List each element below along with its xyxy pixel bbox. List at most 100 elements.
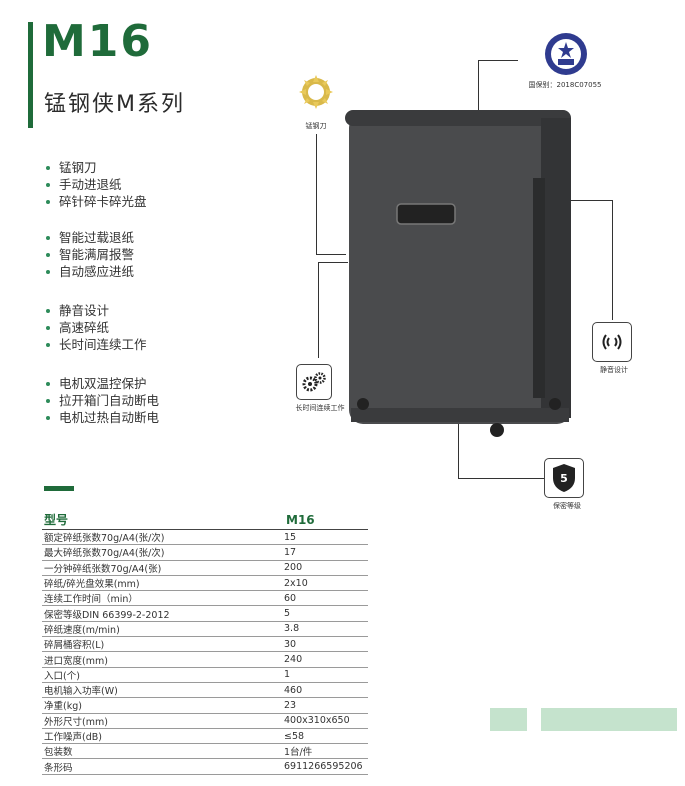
spec-value: 15 [284,529,368,546]
bullet-icon [46,165,50,170]
shredder-illustration [345,110,571,437]
callout-line [318,262,319,358]
security-badge-label: 保密等级 [553,502,581,510]
bullet-icon [46,308,50,313]
spec-label: 碎屑桶容积(L) [42,636,284,653]
callout-line [458,478,546,479]
spec-table-row: 电机输入功率(W)460 [42,682,368,699]
spec-value: 200 [284,560,368,576]
spec-table-header: 型号 M16 [42,511,368,530]
spec-value: 1 [284,667,368,683]
spec-label: 外形尺寸(mm) [42,713,284,729]
spec-value: 460 [284,682,368,699]
feature-item: 拉开箱门自动断电 [46,392,159,409]
certification-seal-icon [544,33,587,75]
gears-icon [296,364,332,400]
callout-line [316,254,346,255]
spec-label: 工作噪声(dB) [42,728,284,745]
blade-badge: 锰钢刀 [296,74,336,131]
bullet-icon [46,381,50,386]
bullet-icon [46,235,50,240]
certification-number: 国保别：2018C07055 [528,81,602,89]
spec-value: 400x310x650 [284,713,368,729]
spec-table-row: 碎纸/碎光盘效果(mm)2x10 [42,575,368,592]
bullet-icon [46,182,50,187]
spec-value: 5 [284,605,368,622]
spec-table-row: 最大碎纸张数70g/A4(张/次)17 [42,544,368,561]
continuous-work-label: 长时间连续工作 [295,404,345,412]
spec-label: 碎纸速度(m/min) [42,621,284,638]
decor-block [541,708,677,731]
spec-label: 最大碎纸张数70g/A4(张/次) [42,544,284,561]
feature-group-4: 电机双温控保护 拉开箱门自动断电 电机过热自动断电 [46,375,159,426]
spec-value: 1台/件 [284,743,368,760]
spec-label: 保密等级DIN 66399-2-2012 [42,605,284,622]
spec-label: 额定碎纸张数70g/A4(张/次) [42,529,284,546]
feature-item: 电机双温控保护 [46,375,159,392]
spec-label: 一分钟碎纸张数70g/A4(张) [42,560,284,576]
feature-group-2: 智能过载退纸 智能满屑报警 自动感应进纸 [46,229,134,280]
blade-badge-label: 锰钢刀 [305,122,327,130]
spec-label: 条形码 [42,758,284,775]
bullet-icon [46,199,50,204]
quiet-badge: 静音设计 [592,322,636,375]
spec-value: 23 [284,697,368,714]
spec-table-row: 工作噪声(dB)≤58 [42,728,368,745]
spec-label: 入口(个) [42,667,284,683]
security-level-value: 5 [560,472,568,485]
spec-value: 240 [284,651,368,668]
callout-line [458,418,459,478]
spec-table-row: 入口(个)1 [42,667,368,683]
continuous-work-badge: 长时间连续工作 [294,364,346,413]
spec-table-row: 额定碎纸张数70g/A4(张/次)15 [42,529,368,546]
spec-value: 2x10 [284,575,368,592]
spec-table-row: 碎屑桶容积(L)30 [42,636,368,653]
spec-value: 17 [284,544,368,561]
quiet-icon [592,322,632,362]
feature-item: 智能满屑报警 [46,246,134,263]
blade-icon [299,75,333,109]
feature-item: 手动进退纸 [46,176,147,193]
series-title: 锰钢侠M系列 [44,92,185,117]
decor-block [490,708,527,731]
callout-line [316,134,317,254]
spec-label: 连续工作时间（min） [42,590,284,607]
spec-label: 电机输入功率(W) [42,682,284,699]
callout-line [478,60,479,110]
callout-line [318,262,348,263]
bullet-icon [46,342,50,347]
feature-item: 碎针碎卡碎光盘 [46,193,147,210]
spec-table-row: 连续工作时间（min）60 [42,590,368,607]
feature-group-1: 锰钢刀 手动进退纸 碎针碎卡碎光盘 [46,159,147,210]
bullet-icon [46,325,50,330]
callout-line [568,200,612,201]
spec-header-model: M16 [284,511,368,530]
feature-item: 高速碎纸 [46,319,147,336]
spec-value: 60 [284,590,368,607]
bullet-icon [46,269,50,274]
shield-icon: 5 [544,458,584,498]
callout-line [478,60,518,61]
spec-table-row: 外形尺寸(mm)400x310x650 [42,713,368,729]
certification-badge: 国保别：2018C07055 [520,32,610,90]
model-title: M16 [42,16,154,67]
quiet-badge-label: 静音设计 [600,366,628,374]
section-accent-bar [44,486,74,491]
spec-value: 30 [284,636,368,653]
feature-item: 智能过载退纸 [46,229,134,246]
feature-item: 锰钢刀 [46,159,147,176]
spec-value: 6911266595206 [284,758,368,775]
header-accent-bar [28,22,33,128]
spec-label: 净重(kg) [42,697,284,714]
feature-group-3: 静音设计 高速碎纸 长时间连续工作 [46,302,147,353]
security-level-badge: 5 保密等级 [544,458,590,511]
spec-value: 3.8 [284,621,368,638]
spec-table-row: 一分钟碎纸张数70g/A4(张)200 [42,560,368,576]
spec-table-row: 碎纸速度(m/min)3.8 [42,621,368,638]
feature-item: 自动感应进纸 [46,263,134,280]
spec-label: 进口宽度(mm) [42,651,284,668]
